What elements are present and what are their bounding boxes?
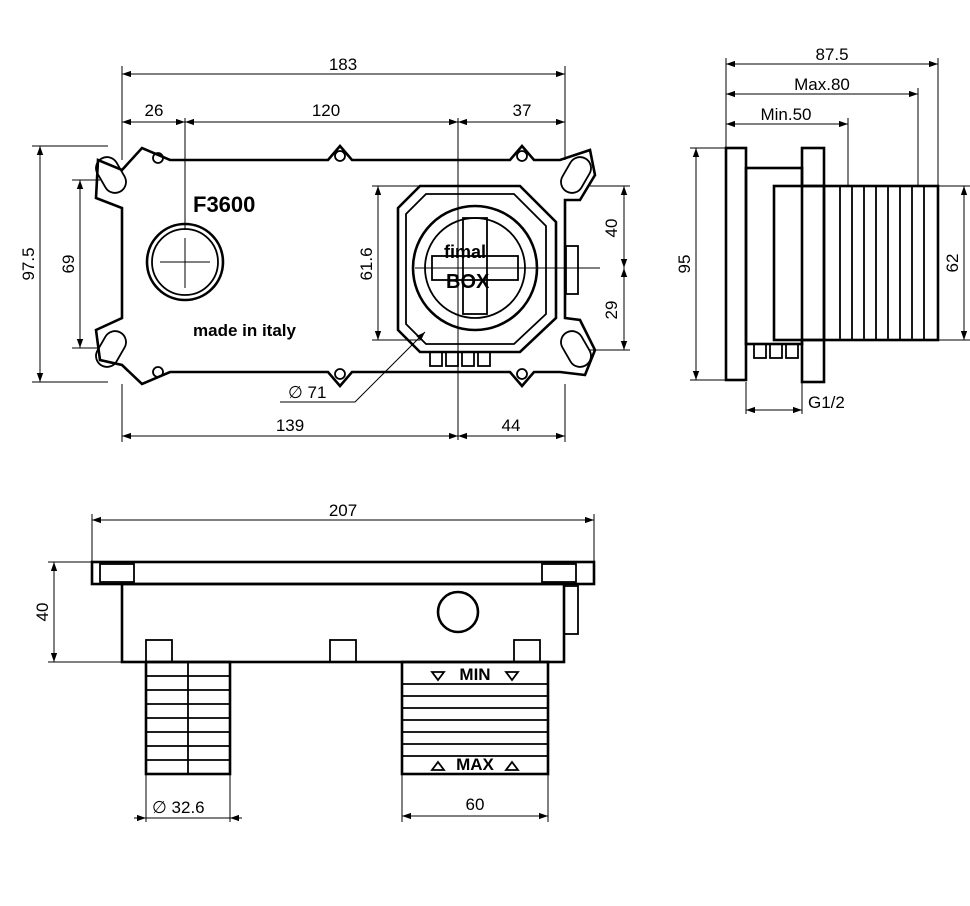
side-sleeve — [822, 184, 940, 342]
side-box — [772, 184, 826, 342]
connector — [445, 351, 459, 367]
dim-overall-depth: 87.5 — [815, 45, 848, 64]
connector — [461, 351, 475, 367]
top-plate — [90, 560, 596, 586]
dim-right-offset: 37 — [513, 101, 532, 120]
mixer-box-inner — [405, 193, 547, 345]
min-arrow-right — [504, 671, 520, 682]
max-label: MAX — [456, 755, 494, 774]
top-box — [400, 660, 550, 776]
dim-overall-height: 97.5 — [19, 247, 38, 280]
side-flange — [724, 146, 748, 382]
hole — [152, 366, 164, 378]
top-view: MIN MAX 207 40 ∅ 32.6 60 — [33, 501, 596, 822]
slot-top-left — [95, 156, 127, 194]
connector — [429, 351, 443, 367]
lug — [513, 639, 541, 663]
dim-side-box-height: 62 — [943, 254, 962, 273]
top-body — [120, 582, 566, 664]
logo-fimal: fimal — [444, 242, 486, 262]
dim-center-to-right: 44 — [502, 416, 521, 435]
dim-max-depth: Max.80 — [794, 75, 850, 94]
dim-box-height: 61.6 — [357, 247, 376, 280]
max-arrow-right — [504, 760, 520, 771]
dim-outlet-diameter: ∅ 71 — [288, 383, 326, 402]
dim-min-depth: Min.50 — [760, 105, 811, 124]
lug — [145, 639, 173, 663]
dim-upper-to-center: 40 — [602, 219, 621, 238]
side-view: 87.5 Max.80 Min.50 95 62 G1/2 — [675, 45, 970, 414]
dim-pipe-diameter: ∅ 32.6 — [152, 798, 205, 817]
hole — [334, 150, 346, 162]
connector — [785, 343, 799, 359]
pipe-rings — [146, 662, 230, 774]
mixer-box-outline — [396, 184, 558, 354]
logo-box: BOX — [446, 271, 490, 293]
connector — [477, 351, 491, 367]
plate-tab — [541, 563, 577, 583]
slot-bottom-left — [95, 330, 127, 368]
lug — [329, 639, 357, 663]
side-ring-bottom — [800, 338, 826, 384]
dim-fixing-height: 69 — [59, 255, 78, 274]
dim-thread: G1/2 — [808, 393, 845, 412]
connector — [769, 343, 783, 359]
hole — [152, 152, 164, 164]
model-label: F3600 — [193, 192, 255, 217]
connector-right — [565, 245, 579, 295]
made-in-label: made in italy — [193, 321, 297, 340]
hole — [516, 150, 528, 162]
dim-top-depth: 40 — [33, 603, 52, 622]
dim-left-offset: 26 — [145, 101, 164, 120]
plate-tab — [99, 563, 135, 583]
min-label: MIN — [459, 665, 490, 684]
dim-center-distance: 120 — [312, 101, 340, 120]
dim-side-height: 95 — [675, 255, 694, 274]
side-ring-top — [800, 146, 826, 188]
connector — [753, 343, 767, 359]
hole — [334, 368, 346, 380]
slot-bottom-right — [560, 330, 592, 368]
min-arrow-left — [430, 671, 446, 682]
hole — [516, 368, 528, 380]
mounting-plate-outline — [94, 144, 597, 388]
top-outlet — [436, 590, 480, 634]
connector-right — [563, 585, 579, 635]
max-arrow-left — [430, 760, 446, 771]
box-rings — [402, 683, 548, 757]
dial-cross-v — [462, 217, 488, 315]
dim-left-to-center: 139 — [276, 416, 304, 435]
dim-overall-width: 183 — [329, 55, 357, 74]
dim-top-width: 207 — [329, 501, 357, 520]
slot-top-right — [560, 156, 592, 194]
front-view: fimal BOX F3600 made in italy 183 26 120… — [19, 55, 630, 442]
dim-lower-to-center: 29 — [602, 301, 621, 320]
dim-box-width: 60 — [466, 795, 485, 814]
